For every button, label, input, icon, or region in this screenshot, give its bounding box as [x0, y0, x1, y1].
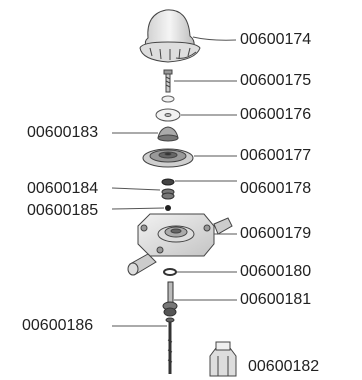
label-00600182: 00600182: [248, 358, 320, 375]
label-00600184: 00600184: [27, 180, 99, 197]
label-00600177: 00600177: [240, 147, 312, 164]
part-valve: [162, 281, 178, 317]
label-00600176: 00600176: [240, 106, 312, 123]
label-00600179: 00600179: [240, 225, 312, 242]
part-o-ring: [163, 268, 177, 276]
label-00600185: 00600185: [27, 202, 99, 219]
part-screw: [163, 69, 173, 93]
part-ball: [165, 205, 171, 211]
leader-line-174: [192, 36, 237, 41]
leader-lines: [111, 36, 237, 327]
label-00600181: 00600181: [240, 291, 312, 308]
leader-line-184: [111, 187, 161, 191]
label-00600180: 00600180: [240, 263, 312, 280]
label-00600178: 00600178: [240, 180, 312, 197]
part-fitting: [209, 341, 237, 377]
part-long-pin: [165, 317, 175, 374]
part-cup-seal: [157, 126, 179, 142]
part-spring: [161, 188, 175, 200]
part-cap: [139, 9, 201, 63]
label-00600183: 00600183: [27, 124, 99, 141]
label-00600175: 00600175: [240, 72, 312, 89]
part-regulator-body: [127, 213, 233, 276]
leader-line-185: [111, 207, 165, 210]
part-washer: [155, 95, 181, 122]
part-diaphragm: [142, 148, 194, 168]
label-00600186: 00600186: [22, 317, 94, 334]
label-00600174: 00600174: [240, 31, 312, 48]
part-small-washer: [161, 178, 175, 186]
